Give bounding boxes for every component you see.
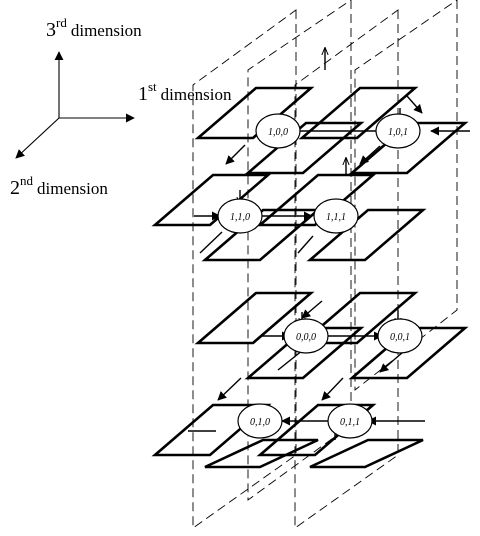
ring-0-1-0-b: [204, 438, 319, 469]
node-1-1-0: 1,1,0: [217, 198, 263, 234]
ring-0-1-1-b: [309, 438, 424, 469]
node-label: 1,0,1: [388, 127, 408, 138]
ring-1-0-1-b: [348, 121, 469, 175]
ring-1-0-1-a: [298, 86, 419, 140]
edge-101-to-111: [359, 145, 381, 165]
node-label: 1,0,0: [268, 127, 288, 138]
node-0-0-1: 0,0,1: [377, 318, 423, 354]
second-dimension-arrow: [15, 117, 60, 159]
ring-plane-right-back: [354, 0, 458, 391]
nodes: 1,0,0 1,0,1 1,1,0 1,1,1 0,0,0 0,0,1 0,1,…: [217, 113, 423, 439]
edge-000-down: [277, 349, 304, 371]
ring-0-0-0-a: [194, 291, 315, 345]
ring-1-1-1-b: [306, 208, 427, 262]
upper-layer: [151, 86, 469, 262]
node-label: 1,1,0: [230, 212, 250, 223]
edge-into-011: [321, 377, 344, 401]
ring-plane-left-back: [247, 0, 352, 501]
edge-into-010: [217, 377, 242, 401]
node-1-0-1: 1,0,1: [375, 113, 421, 149]
node-label: 0,1,0: [250, 417, 270, 428]
edge-001-down: [379, 351, 404, 373]
node-label: 1,1,1: [326, 212, 346, 223]
node-label: 0,0,0: [296, 332, 316, 343]
node-0-1-0: 0,1,0: [237, 403, 283, 439]
ring-1-0-0-a: [194, 86, 315, 140]
ring-0-1-0-a: [151, 403, 272, 457]
lower-layer: [151, 291, 469, 469]
edge-110-down: [199, 231, 223, 254]
ring-1-1-0-b: [201, 208, 322, 262]
node-label: 0,0,1: [390, 332, 410, 343]
node-label: 0,1,1: [340, 417, 360, 428]
ring-0-0-1-b: [348, 326, 469, 380]
ring-1-0-0-b: [244, 121, 365, 175]
edge-wrap-into-101-diag: [406, 95, 423, 114]
edge-100-to-110: [225, 144, 246, 165]
node-0-0-0: 0,0,0: [283, 318, 329, 354]
node-0-1-1: 0,1,1: [327, 403, 373, 439]
ring-1-1-1-a: [256, 173, 377, 227]
ring-0-0-0-b: [244, 326, 365, 380]
node-1-1-1: 1,1,1: [313, 198, 359, 234]
edge-111-down: [297, 235, 314, 254]
ring-1-1-0-a: [151, 173, 272, 227]
edge-wrap-into-000-diag: [301, 300, 323, 319]
node-1-0-0: 1,0,0: [255, 113, 301, 149]
vertical-rings: [192, 0, 458, 529]
